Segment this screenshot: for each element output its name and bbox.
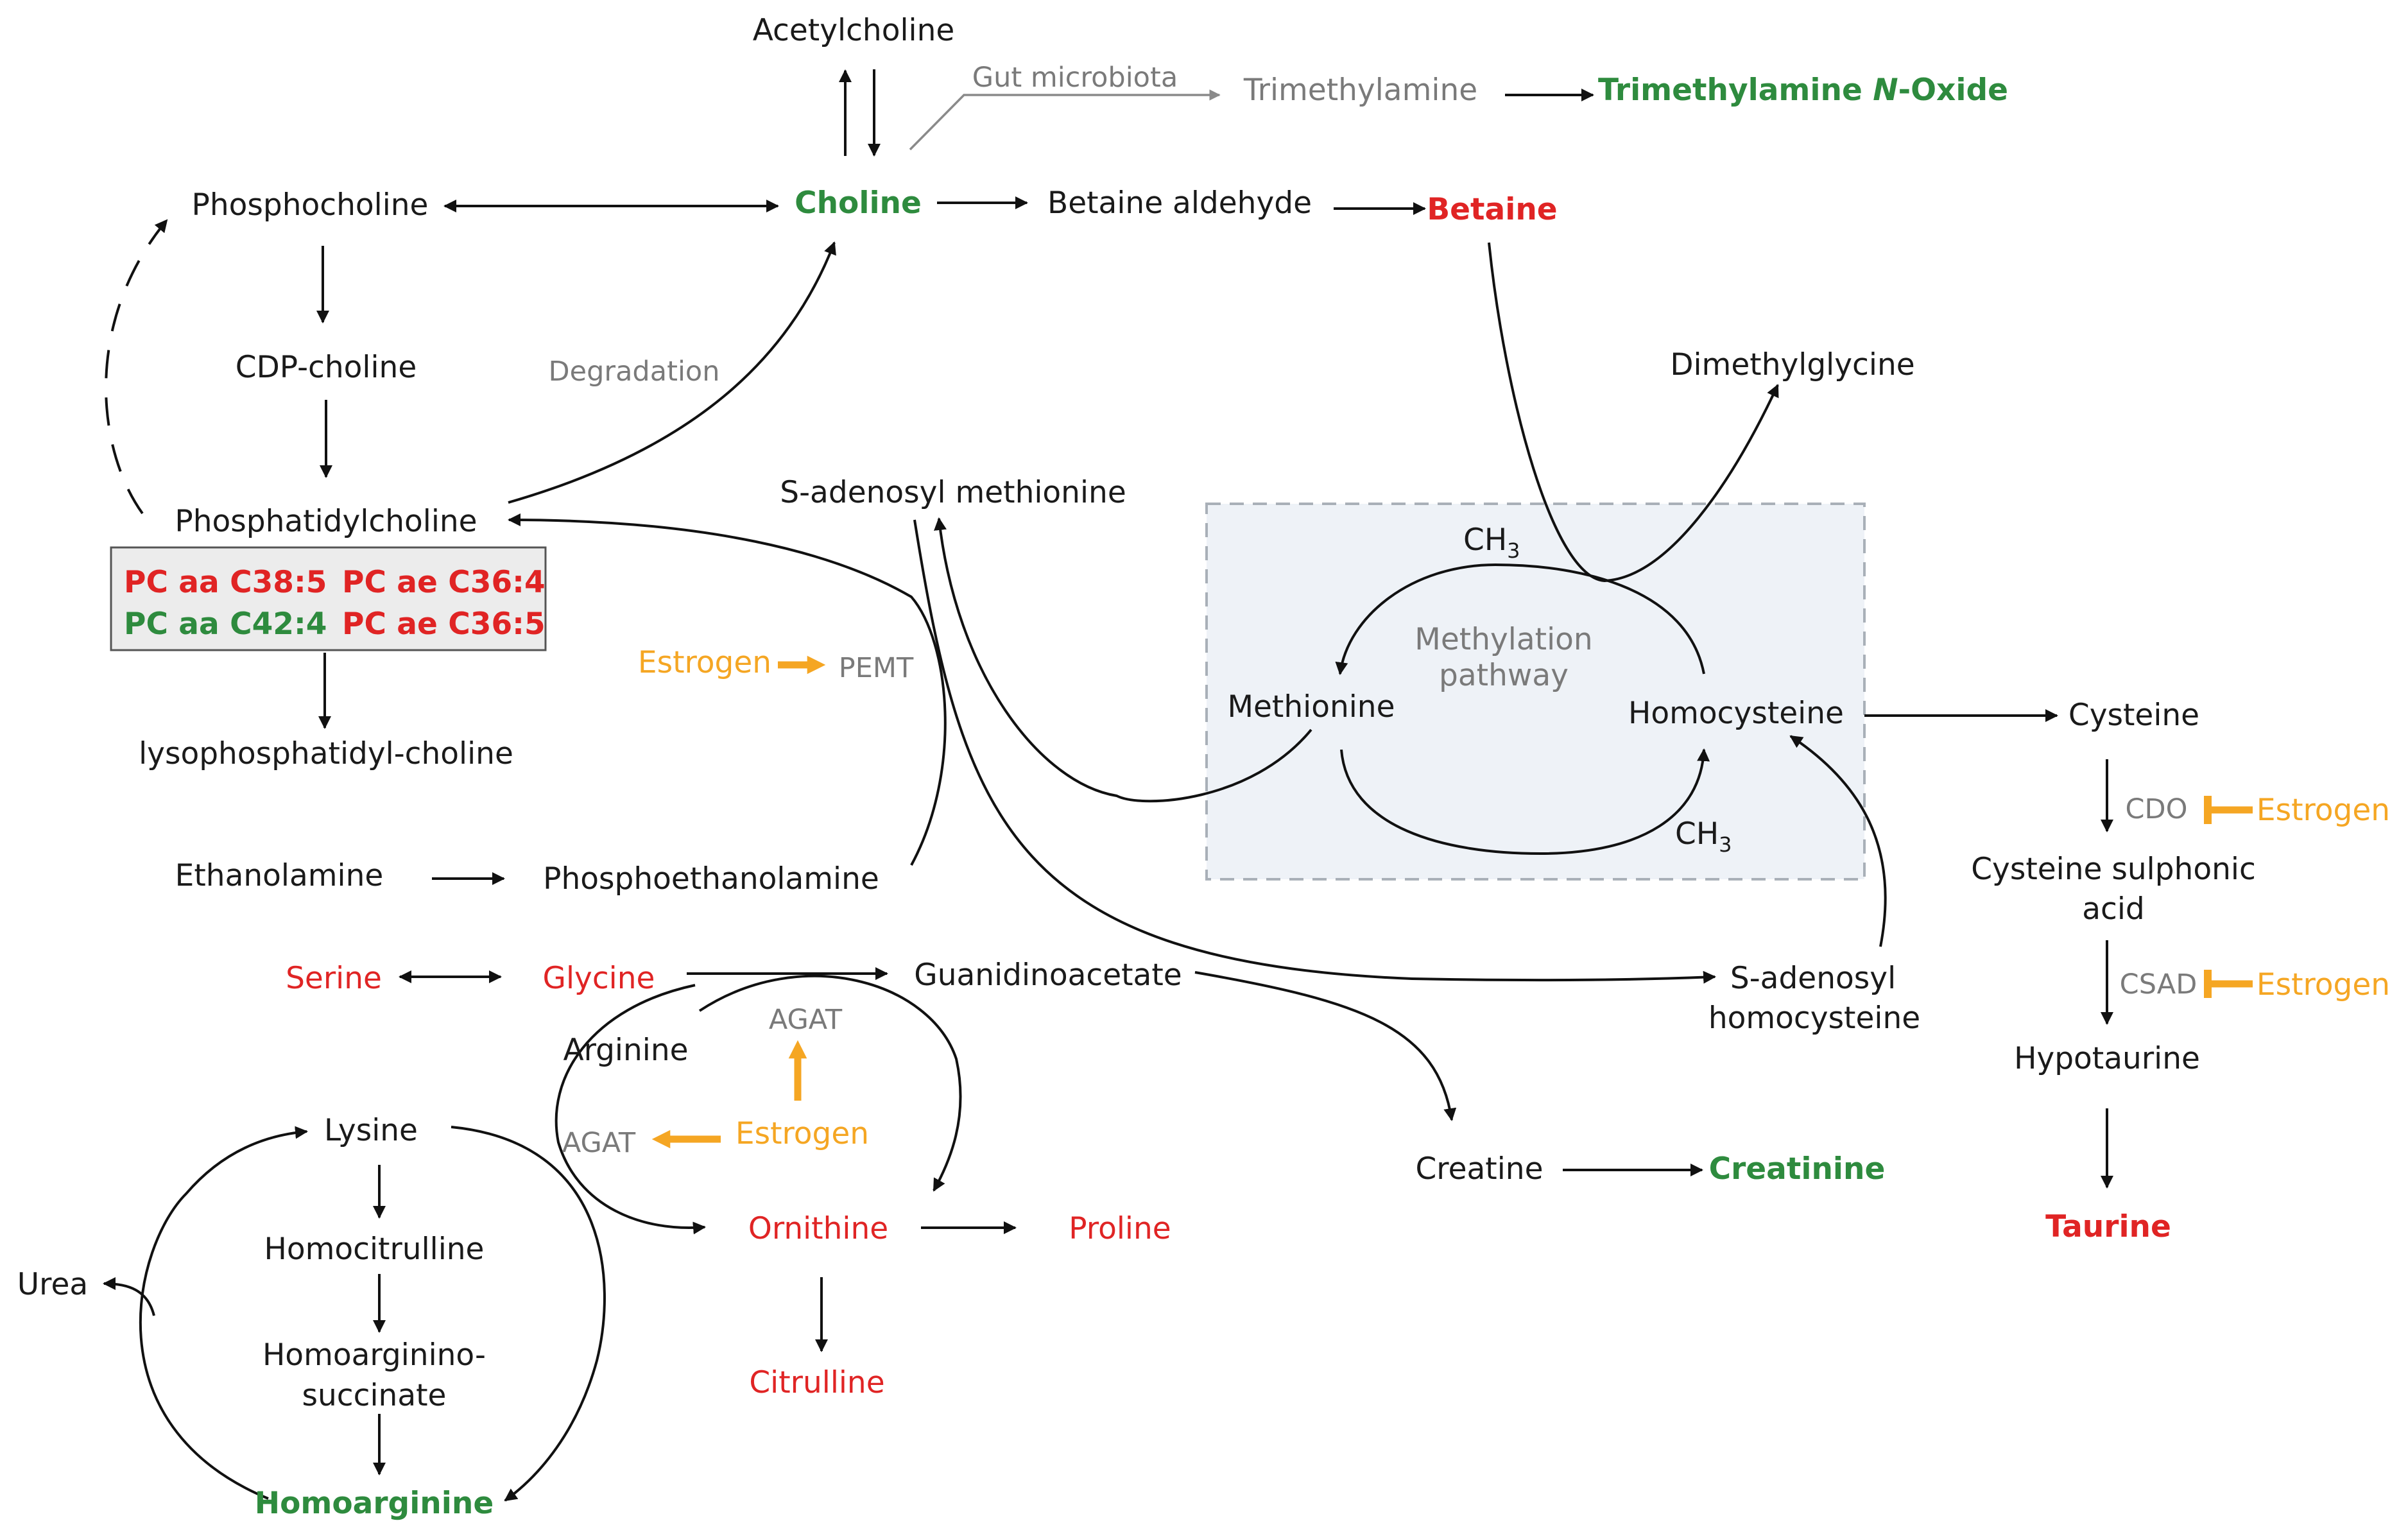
cysteine-sulphonic-label-1: Cysteine sulphonic (1971, 852, 2256, 887)
gut-microbiota-label: Gut microbiota (972, 62, 1178, 94)
pc-aa-c42-4: PC aa C42:4 (124, 606, 327, 642)
methionine-label: Methionine (1227, 689, 1395, 725)
estrogen-agat-label: Estrogen (735, 1116, 869, 1151)
ch3-top-label: CH3 (1463, 522, 1520, 563)
tmao-italic: N (1873, 73, 1898, 108)
pc-aa-c38-5: PC aa C38:5 (124, 565, 327, 600)
tmao-main: Trimethylamine (1598, 73, 1873, 108)
pc-species-box (110, 546, 547, 651)
ch3-bottom-main: CH (1675, 816, 1719, 852)
lysophosphatidylcholine-label: lysophosphatidyl-choline (139, 736, 513, 771)
ch3-bottom-label: CH3 (1675, 816, 1732, 857)
homoarginine-label: Homoarginine (255, 1486, 494, 1521)
s-adenosyl-homocysteine-label-2: homocysteine (1708, 1001, 1920, 1036)
guanidinoacetate-label: Guanidinoacetate (914, 958, 1182, 993)
urea-label: Urea (17, 1267, 88, 1302)
cysteine-sulphonic-label-2: acid (2082, 891, 2145, 927)
estrogen-csad-label: Estrogen (2257, 967, 2390, 1002)
methylation-label-2: pathway (1439, 658, 1569, 693)
ethanolamine-label: Ethanolamine (175, 858, 384, 893)
cysteine-label: Cysteine (2068, 698, 2199, 733)
arginine-label: Arginine (563, 1033, 688, 1068)
agat-top-label: AGAT (769, 1004, 843, 1036)
hypotaurine-label: Hypotaurine (2014, 1041, 2200, 1076)
csad-label: CSAD (2120, 968, 2197, 1001)
homocysteine-label: Homocysteine (1628, 696, 1844, 731)
choline-label: Choline (795, 185, 922, 221)
pemt-label: PEMT (839, 652, 914, 684)
agat-left-label: AGAT (562, 1127, 636, 1159)
betaine-aldehyde-label: Betaine aldehyde (1047, 185, 1312, 221)
estrogen-cdo-label: Estrogen (2257, 793, 2390, 828)
creatinine-label: Creatinine (1709, 1151, 1886, 1187)
citrulline-label: Citrulline (749, 1365, 884, 1400)
ch3-bottom-sub: 3 (1719, 832, 1732, 857)
ch3-top-sub: 3 (1507, 538, 1520, 563)
phosphatidylcholine-label: Phosphatidylcholine (175, 504, 477, 539)
proline-label: Proline (1069, 1211, 1171, 1246)
taurine-label: Taurine (2045, 1209, 2171, 1244)
methylation-label-1: Methylation (1415, 622, 1592, 657)
ornithine-label: Ornithine (748, 1211, 888, 1246)
ch3-top-main: CH (1463, 522, 1507, 558)
phosphoethanolamine-label: Phosphoethanolamine (543, 861, 879, 897)
glycine-label: Glycine (543, 961, 655, 996)
serine-label: Serine (286, 961, 382, 996)
homoarginino-label-1: Homoarginino- (262, 1337, 486, 1373)
gut-microbiota-arrow (909, 89, 1221, 151)
estrogen-arrows (651, 655, 2253, 1149)
pathway-arrows (103, 69, 2113, 1502)
tmao-end: -Oxide (1898, 73, 2008, 108)
dimethylglycine-label: Dimethylglycine (1670, 347, 1914, 383)
trimethylamine-label: Trimethylamine (1243, 73, 1477, 108)
degradation-label: Degradation (549, 356, 720, 388)
homocitrulline-label: Homocitrulline (264, 1232, 485, 1267)
tmao-label: Trimethylamine N-Oxide (1598, 73, 2008, 108)
betaine-label: Betaine (1427, 192, 1557, 227)
pc-ae-c36-4: PC ae C36:4 (342, 565, 546, 600)
cdp-choline-label: CDP-choline (236, 350, 417, 385)
homoarginino-label-2: succinate (302, 1378, 447, 1413)
estrogen-pemt-label: Estrogen (638, 645, 771, 680)
acetylcholine-label: Acetylcholine (753, 13, 955, 48)
s-adenosyl-methionine-label: S-adenosyl methionine (780, 475, 1126, 510)
phosphocholine-label: Phosphocholine (192, 187, 429, 223)
cdo-label: CDO (2126, 793, 2188, 825)
pc-ae-c36-5: PC ae C36:5 (342, 606, 546, 642)
s-adenosyl-homocysteine-label-1: S-adenosyl (1730, 961, 1896, 996)
lysine-label: Lysine (324, 1113, 418, 1148)
creatine-label: Creatine (1415, 1151, 1543, 1187)
